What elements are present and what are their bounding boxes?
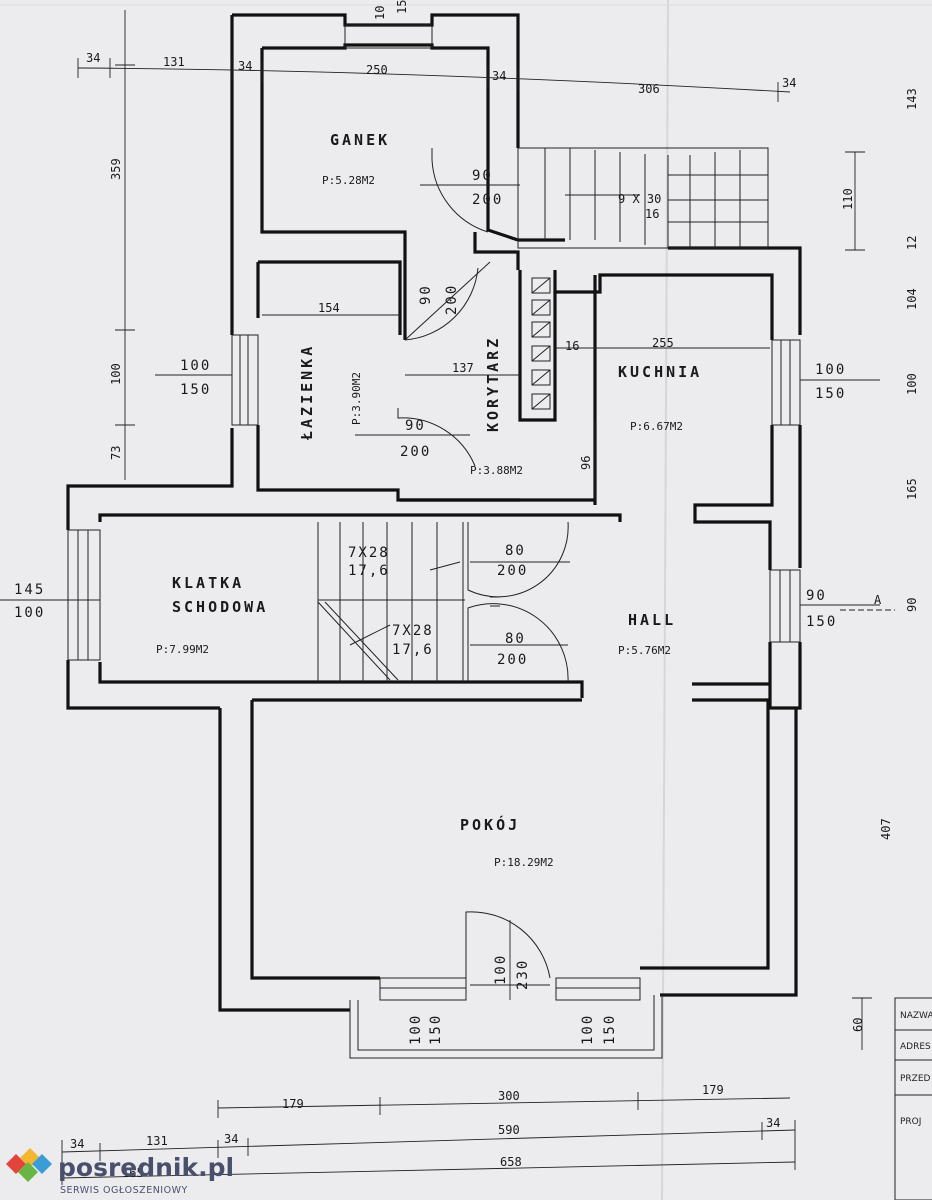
internal-stairs: [317, 522, 500, 682]
logo-text: posrednik.pl: [58, 1153, 234, 1182]
dim-bottom-r1-1: 179: [282, 1097, 304, 1111]
window-kuchnia-width: 100: [815, 362, 846, 378]
door-lazienka-height: 200: [400, 444, 431, 460]
dim-bottom-r3-1: 165: [122, 1166, 144, 1180]
door-stair1-height: 200: [497, 563, 528, 579]
dim-top-1: 34: [86, 51, 100, 65]
dim-bottom-r2-3: 34: [224, 1132, 238, 1146]
dim-bottom-r2-2: 131: [146, 1134, 168, 1148]
room-lazienka: ŁAZIENKA: [298, 344, 316, 441]
door-pokoj-height: 230: [515, 959, 531, 990]
door-stair2-width: 80: [505, 631, 526, 647]
room-kuchnia: KUCHNIA: [618, 363, 702, 381]
exterior-walls: [66, 13, 802, 1012]
dim-top-6: 306: [638, 82, 660, 96]
window-top-partial-1: 10: [373, 6, 387, 20]
dim-lazienka-width: 154: [318, 301, 340, 315]
dim-kuchnia-depth: 96: [579, 456, 593, 470]
door-ganek-height: 200: [472, 192, 503, 208]
window-pokoj-right-width: 100: [580, 1014, 596, 1045]
area-korytarz: P:3.88M2: [470, 464, 523, 477]
dim-far-right-6: 90: [905, 598, 919, 612]
title-block-investor: PRZED: [900, 1074, 931, 1084]
dim-korytarz-width: 137: [452, 361, 474, 375]
dim-top-4: 250: [366, 63, 388, 77]
stairs-lower-sub: 17,6: [392, 642, 434, 658]
dim-bottom-r3-2: 658: [500, 1155, 522, 1169]
dim-top-2: 131: [163, 55, 185, 69]
dim-right-2: 407: [879, 818, 893, 840]
door-swings: [355, 148, 570, 1000]
logo-icon: [6, 1148, 52, 1182]
door-ganek-width: 90: [472, 168, 493, 184]
dim-far-right-3: 104: [905, 288, 919, 310]
ventilation-ducts: [531, 277, 551, 410]
dim-bottom-r2-5: 34: [766, 1116, 780, 1130]
room-ganek: GANEK: [330, 131, 390, 149]
stairs-entry-label: 9 X 30: [618, 192, 661, 206]
dim-left-1: 359: [109, 158, 123, 180]
title-block-address: ADRES: [900, 1042, 931, 1052]
logo: posrednik.pl SERWIS OGŁOSZENIOWY: [6, 1148, 234, 1196]
area-klatka: P:7.99M2: [156, 643, 209, 656]
window-top-partial-2: 15: [395, 0, 409, 14]
dim-bottom-r2-1: 34: [70, 1137, 84, 1151]
dim-far-right-4: 100: [905, 373, 919, 395]
window-frames: [67, 24, 801, 1059]
window-pokoj-left-width: 100: [408, 1014, 424, 1045]
dim-bottom-r2-4: 590: [498, 1123, 520, 1137]
dim-kuchnia-small: 16: [565, 339, 579, 353]
title-block-project: PROJ: [900, 1117, 921, 1127]
title-block: [894, 997, 932, 1200]
area-lazienka: P:3.90M2: [350, 372, 363, 425]
window-lazienka-width: 100: [180, 358, 211, 374]
door-korytarz-height: 200: [444, 284, 460, 315]
window-hall-height: 150: [806, 614, 837, 630]
area-pokoj: P:18.29M2: [494, 856, 554, 869]
door-pokoj-width: 100: [493, 954, 509, 985]
dim-bottom-r1-2: 300: [498, 1089, 520, 1103]
window-hall-width: 90: [806, 588, 827, 604]
window-klatka-height: 100: [14, 605, 45, 621]
door-lazienka-width: 90: [405, 418, 426, 434]
dim-left-3: 73: [109, 446, 123, 460]
dim-right-1: 110: [841, 188, 855, 210]
dim-kuchnia-width: 255: [652, 336, 674, 350]
window-pokoj-left-height: 150: [428, 1014, 444, 1045]
stairs-upper-sub: 17,6: [348, 563, 390, 579]
stairs-entry-sub: 16: [645, 207, 659, 221]
title-block-name: NAZWA: [900, 1011, 932, 1021]
dim-top-7: 34: [782, 76, 796, 90]
area-kuchnia: P:6.67M2: [630, 420, 683, 433]
area-ganek: P:5.28M2: [322, 174, 375, 187]
room-klatka-2: SCHODOWA: [172, 598, 268, 616]
door-stair2-height: 200: [497, 652, 528, 668]
section-marker: A: [874, 593, 882, 607]
room-pokoj: POKÓJ: [460, 815, 520, 834]
room-klatka-1: KLATKA: [172, 574, 244, 592]
window-lazienka-height: 150: [180, 382, 211, 398]
dim-far-right-5: 165: [905, 478, 919, 500]
door-stair1-width: 80: [505, 543, 526, 559]
dim-right-3: 60: [851, 1018, 865, 1032]
area-hall: P:5.76M2: [618, 644, 671, 657]
window-klatka-width: 145: [14, 582, 45, 598]
dim-top-3: 34: [238, 59, 252, 73]
door-korytarz-width: 90: [418, 284, 434, 305]
room-hall: HALL: [628, 611, 676, 629]
dim-far-right-2: 12: [905, 236, 919, 250]
room-korytarz: KORYTARZ: [484, 336, 502, 432]
logo-subtext: SERWIS OGŁOSZENIOWY: [60, 1185, 188, 1196]
dim-top-5: 34: [492, 69, 506, 83]
dim-bottom-r1-3: 179: [702, 1083, 724, 1097]
dim-far-right-1: 143: [905, 88, 919, 110]
entry-stairs: [517, 147, 769, 249]
window-kuchnia-height: 150: [815, 386, 846, 402]
dim-left-2: 100: [109, 363, 123, 385]
stairs-upper-label: 7X28: [348, 545, 390, 561]
window-pokoj-right-height: 150: [602, 1014, 618, 1045]
stairs-lower-label: 7X28: [392, 623, 434, 639]
dimension-lines: [0, 10, 880, 1185]
